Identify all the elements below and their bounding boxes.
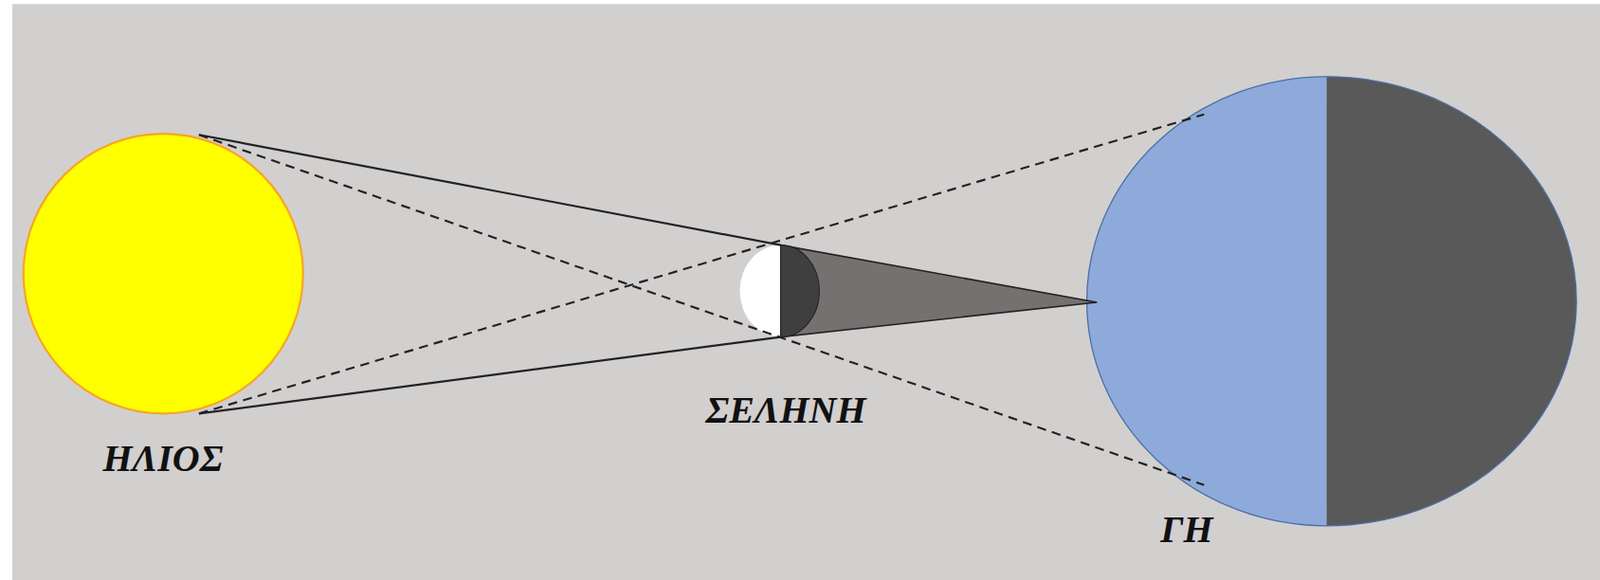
body-label: ΓΗ: [1160, 509, 1213, 551]
umbra-ray: [199, 134, 782, 245]
umbra-ray: [199, 337, 782, 415]
sun: [23, 133, 304, 414]
earth-day-side: [1087, 76, 1328, 527]
penumbra-ray: [199, 114, 1204, 415]
body-label: ΣΕΛΗΝΗ: [705, 389, 866, 432]
penumbra-ray: [199, 134, 1204, 486]
moon-dark-half: [781, 245, 820, 338]
umbra-cone: [781, 245, 1098, 338]
body-label: ΗΛΙΟΣ: [102, 437, 223, 480]
moon-lit-half: [739, 245, 781, 338]
earth-outline: [1087, 76, 1578, 527]
background-panel: [12, 3, 1600, 580]
earth-night-side: [1326, 76, 1577, 527]
